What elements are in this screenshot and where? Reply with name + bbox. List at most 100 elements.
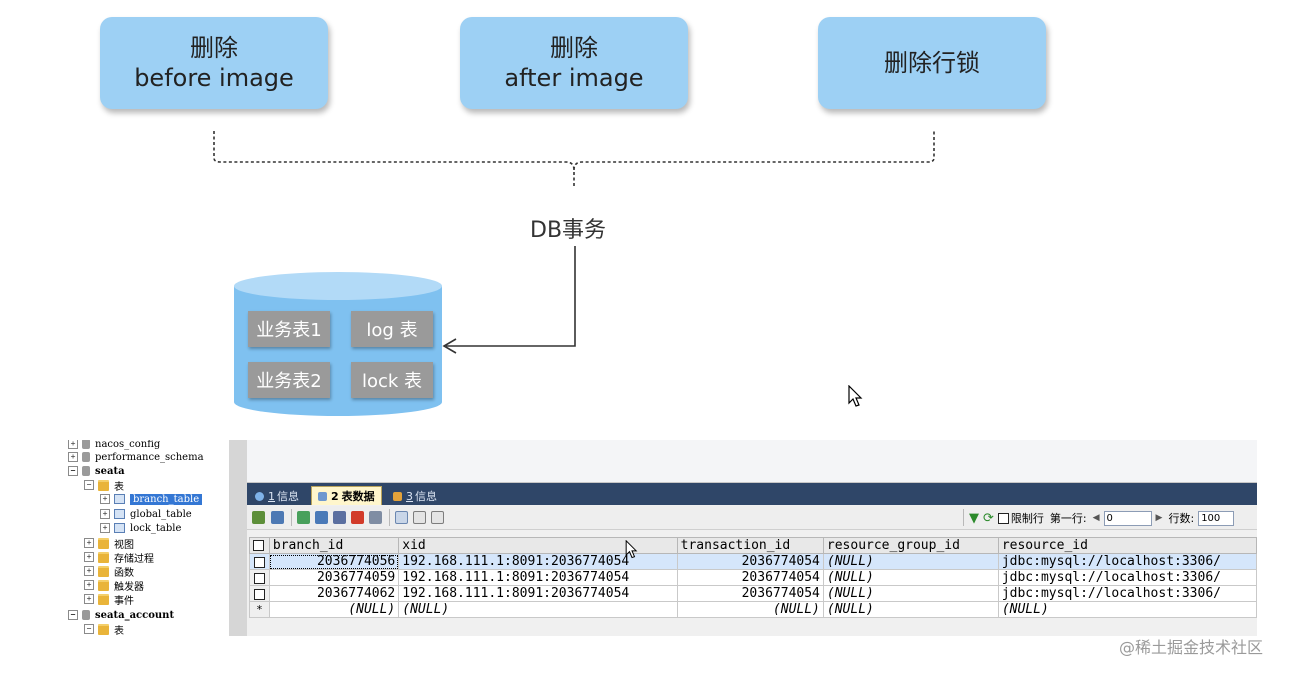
first-row-input[interactable]: 0	[1103, 510, 1152, 526]
cell-xid[interactable]: (NULL)	[398, 601, 678, 618]
step-delete-after-image: 删除 after image	[460, 17, 688, 109]
cell-transaction-id[interactable]: (NULL)	[676, 601, 824, 618]
folder-icon	[98, 565, 109, 577]
cell-transaction-id[interactable]: 2036774054	[676, 553, 824, 570]
new-row[interactable]: * (NULL) (NULL) (NULL) (NULL) (NULL)	[249, 601, 1257, 618]
expand-icon[interactable]: +	[84, 552, 94, 562]
expand-icon[interactable]: +	[84, 580, 94, 590]
tree-item-db[interactable]: − seata_account	[68, 608, 174, 622]
tree-item-table[interactable]: + global_table	[100, 507, 192, 521]
collapse-icon[interactable]: −	[84, 480, 94, 490]
tree-item-db[interactable]: − seata	[68, 464, 125, 478]
limit-checkbox[interactable]	[997, 512, 1009, 524]
brace-line	[213, 131, 935, 186]
cell-resource-group-id[interactable]: (NULL)	[822, 601, 999, 618]
table-row[interactable]: 2036774059 192.168.111.1:8091:2036774054…	[249, 569, 1257, 586]
save-icon[interactable]	[333, 511, 346, 524]
cell-resource-id[interactable]: (NULL)	[997, 601, 1257, 618]
tree-item-folder[interactable]: − 表	[84, 478, 124, 493]
expand-icon[interactable]: +	[84, 566, 94, 576]
checkbox[interactable]	[253, 588, 265, 600]
tree-item-folder[interactable]: + 事件	[84, 592, 134, 607]
step-delete-row-lock: 删除行锁	[818, 17, 1046, 109]
database-icon	[82, 466, 90, 476]
text-view-icon[interactable]	[431, 511, 444, 524]
cell-xid[interactable]: 192.168.111.1:8091:2036774054	[398, 553, 678, 570]
add-row-icon[interactable]	[252, 511, 265, 524]
grid-toolbar: ▼ ⟳ 限制行 第一行: ◀ 0 ▶ 行数: 100	[247, 506, 1257, 530]
tree-item-db[interactable]: + performance_schema	[68, 450, 204, 464]
collapse-icon[interactable]: −	[68, 466, 78, 476]
cell-resource-id[interactable]: jdbc:mysql://localhost:3306/	[997, 553, 1257, 570]
expand-icon[interactable]: +	[84, 538, 94, 548]
tree-item-folder[interactable]: + 触发器	[84, 578, 144, 593]
collapse-icon[interactable]: −	[68, 610, 78, 620]
tree-item-folder[interactable]: + 存储过程	[84, 550, 154, 565]
row-selector[interactable]	[249, 585, 270, 602]
grid-view-icon[interactable]	[395, 511, 408, 524]
column-header[interactable]: resource_group_id	[822, 537, 999, 554]
next-icon[interactable]: ▶	[1155, 513, 1163, 523]
delete-icon[interactable]	[351, 511, 364, 524]
splitter[interactable]	[229, 440, 247, 636]
expand-icon[interactable]: +	[100, 523, 110, 533]
column-header[interactable]: branch_id	[268, 537, 400, 554]
column-header[interactable]: resource_id	[997, 537, 1257, 554]
prev-icon[interactable]: ◀	[1092, 513, 1100, 523]
first-row-label: 第一行:	[1049, 512, 1087, 525]
row-selector[interactable]	[249, 553, 270, 570]
filter-icon[interactable]: ▼	[969, 510, 979, 526]
cell-branch-id[interactable]: 2036774056	[268, 553, 400, 570]
db-table-chip: lock 表	[351, 362, 433, 398]
data-grid: branch_id xid transaction_id resource_gr…	[249, 537, 1257, 618]
copy-row-icon[interactable]	[315, 511, 328, 524]
tree-item-table[interactable]: + lock_table	[100, 521, 181, 535]
tree-item-table[interactable]: + branch_table	[100, 492, 203, 506]
tree-item-label: branch_table	[130, 493, 203, 505]
tab-label: 信息	[415, 490, 437, 503]
cell-resource-group-id[interactable]: (NULL)	[822, 585, 999, 602]
expand-icon[interactable]: +	[100, 509, 110, 519]
column-header[interactable]: transaction_id	[676, 537, 824, 554]
cell-xid[interactable]: 192.168.111.1:8091:2036774054	[398, 585, 678, 602]
checkbox[interactable]	[253, 556, 265, 568]
cell-branch-id[interactable]: (NULL)	[268, 601, 400, 618]
table-row[interactable]: 2036774056 192.168.111.1:8091:2036774054…	[249, 553, 1257, 570]
table-row[interactable]: 2036774062 192.168.111.1:8091:2036774054…	[249, 585, 1257, 602]
tree-item-folder[interactable]: − 表	[84, 622, 124, 636]
cell-resource-group-id[interactable]: (NULL)	[822, 569, 999, 586]
tree-item-folder[interactable]: + 视图	[84, 536, 134, 551]
rows-input[interactable]: 100	[1198, 510, 1235, 526]
tree-item-db[interactable]: + nacos_config	[68, 440, 160, 451]
expand-icon[interactable]: +	[68, 452, 78, 462]
expand-icon[interactable]: +	[68, 440, 78, 449]
discard-icon[interactable]	[369, 511, 382, 524]
refresh-dropdown-icon[interactable]	[271, 511, 284, 524]
select-all-cell[interactable]	[249, 537, 270, 554]
expand-icon[interactable]: +	[84, 594, 94, 604]
tree-item-label: nacos_config	[95, 440, 161, 450]
expand-icon[interactable]: +	[100, 494, 110, 504]
row-selector[interactable]	[249, 569, 270, 586]
form-view-icon[interactable]	[413, 511, 426, 524]
cell-resource-id[interactable]: jdbc:mysql://localhost:3306/	[997, 569, 1257, 586]
checkbox[interactable]	[253, 572, 265, 584]
insert-icon[interactable]	[297, 511, 310, 524]
checkbox[interactable]	[253, 540, 264, 551]
cell-branch-id[interactable]: 2036774059	[268, 569, 400, 586]
collapse-icon[interactable]: −	[84, 624, 94, 634]
cell-resource-group-id[interactable]: (NULL)	[822, 553, 999, 570]
query-editor-area[interactable]	[247, 440, 1257, 483]
cell-transaction-id[interactable]: 2036774054	[676, 585, 824, 602]
cell-branch-id[interactable]: 2036774062	[268, 585, 400, 602]
cell-resource-id[interactable]: jdbc:mysql://localhost:3306/	[997, 585, 1257, 602]
cell-xid[interactable]: 192.168.111.1:8091:2036774054	[398, 569, 678, 586]
cell-transaction-id[interactable]: 2036774054	[676, 569, 824, 586]
refresh-icon[interactable]: ⟳	[983, 510, 994, 526]
database-icon	[82, 440, 90, 449]
tree-item-folder[interactable]: + 函数	[84, 564, 134, 579]
table-data-icon	[318, 491, 327, 501]
